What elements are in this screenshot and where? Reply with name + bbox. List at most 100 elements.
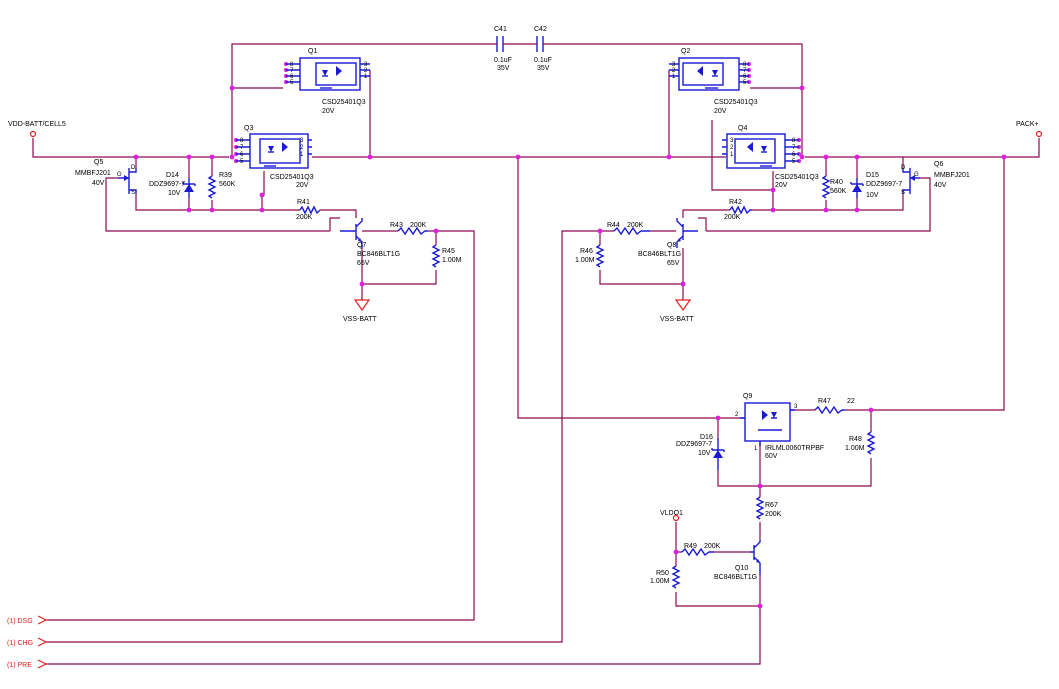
d16-rating: 10V xyxy=(698,450,711,457)
net-vss-batt-left: VSS-BATT xyxy=(343,316,377,323)
net-pack-plus: PACK+ xyxy=(1016,121,1039,128)
r47-ref: R47 xyxy=(818,398,831,405)
r50-value: 1.00M xyxy=(650,578,670,585)
q3-pin5: 5 xyxy=(240,159,244,165)
q4-pin1: 1 xyxy=(730,152,734,158)
d15-rating: 10V xyxy=(866,192,879,199)
q1-pin8: 8 xyxy=(290,62,294,68)
q1-pin6: 6 xyxy=(290,74,294,80)
q1-part: CSD25401Q3 xyxy=(322,99,366,106)
q5-pin-d: D xyxy=(131,165,136,171)
net-labels: VDD-BATT/CELL5 PACK+ VSS-BATT VSS-BATT V… xyxy=(8,121,1043,522)
r46-ref: R46 xyxy=(580,248,593,255)
q10-part: BC846BLT1G xyxy=(714,574,757,581)
r40-value: 560K xyxy=(830,188,847,195)
q6-ref: Q6 xyxy=(934,161,943,168)
resistor-r47: R47 22 xyxy=(814,398,855,415)
q3-ref: Q3 xyxy=(244,125,253,132)
r42-ref: R42 xyxy=(729,199,742,206)
q1-pin1: 1 xyxy=(364,74,368,80)
r48-value: 1.00M xyxy=(845,445,865,452)
r41-value: 200K xyxy=(296,214,313,221)
q4-pin7: 7 xyxy=(792,145,796,151)
q5-pin-g: G xyxy=(117,172,122,178)
bjt-q7: Q7 BC846BLT1G 65V xyxy=(340,218,400,267)
c41-value: 0.1uF xyxy=(494,57,512,64)
r50-ref: R50 xyxy=(656,570,669,577)
q3-pin6: 6 xyxy=(240,152,244,158)
q6-part: MMBFJ201 xyxy=(934,172,970,179)
capacitor-c41: C41 0.1uF 35V xyxy=(490,26,512,72)
d15-ref: D15 xyxy=(866,172,879,179)
r46-value: 1.00M xyxy=(575,257,595,264)
d16-part: DDZ9697-7 xyxy=(676,441,712,448)
net-vss-batt-right: VSS-BATT xyxy=(660,316,694,323)
r44-value: 200K xyxy=(627,222,644,229)
d14-part: DDZ9697-7 xyxy=(149,181,185,188)
q4-pin3: 3 xyxy=(730,138,734,144)
q9-rating: 60V xyxy=(765,453,778,460)
r44-ref: R44 xyxy=(607,222,620,229)
jfet-q5: Q5 MMBFJ201 40V D S G xyxy=(75,159,137,196)
q4-ref: Q4 xyxy=(738,125,747,132)
junctions xyxy=(133,62,1007,609)
q8-ref: Q8 xyxy=(667,242,676,249)
q2-pin5: 5 xyxy=(743,80,747,86)
q7-part: BC846BLT1G xyxy=(357,251,400,258)
q3-pin3: 3 xyxy=(300,138,304,144)
resistor-r50: R50 1.00M xyxy=(650,565,681,589)
q2-part: CSD25401Q3 xyxy=(714,99,758,106)
r67-value: 200K xyxy=(765,511,782,518)
q2-pin3: 3 xyxy=(672,62,676,68)
r42-value: 200K xyxy=(724,214,741,221)
q6-pin-s: S xyxy=(901,190,905,196)
resistor-r45: R45 1.00M xyxy=(431,244,462,268)
capacitor-c42: C42 0.1uF 35V xyxy=(530,26,552,72)
d14-ref: D14 xyxy=(166,172,179,179)
q6-pin-g: G xyxy=(914,172,919,178)
mosfet-q4: Q4 CSD25401Q3 20V 8 7 6 5 3 2 1 xyxy=(722,125,819,189)
d15-part: DDZ9697-7 xyxy=(866,181,902,188)
q3-pin1: 1 xyxy=(300,152,304,158)
q4-pin6: 6 xyxy=(792,152,796,158)
q1-pin7: 7 xyxy=(290,68,294,74)
q9-part: IRLML0060TRPBF xyxy=(765,445,824,452)
q7-rating: 65V xyxy=(357,260,370,267)
q6-pin-d: D xyxy=(901,165,906,171)
q4-part: CSD25401Q3 xyxy=(775,174,819,181)
resistor-r46: R46 1.00M xyxy=(575,244,605,268)
q1-rating: 20V xyxy=(322,108,335,115)
q8-part: BC846BLT1G xyxy=(638,251,681,258)
q4-rating: 20V xyxy=(775,182,788,189)
d14-rating: 10V xyxy=(168,190,181,197)
q9-pin3: 3 xyxy=(794,404,798,410)
c41-rating: 35V xyxy=(497,65,510,72)
q2-pin8: 8 xyxy=(743,62,747,68)
q4-pin5: 5 xyxy=(792,159,796,165)
bjt-q10: Q10 BC846BLT1G xyxy=(714,540,761,581)
q3-pin8: 8 xyxy=(240,138,244,144)
q1-pin2: 2 xyxy=(364,68,368,74)
q3-part: CSD25401Q3 xyxy=(270,174,314,181)
zener-d14: D14 DDZ9697-7 10V xyxy=(149,172,196,198)
resistor-r67: R67 200K xyxy=(755,496,782,520)
q8-rating: 65V xyxy=(667,260,680,267)
q4-pin2: 2 xyxy=(730,145,734,151)
r41-ref: R41 xyxy=(297,199,310,206)
resistor-r39: R39 560K xyxy=(207,172,236,199)
q2-ref: Q2 xyxy=(681,48,690,55)
resistor-r43: R43 200K xyxy=(390,222,428,236)
q9-pin2: 2 xyxy=(735,412,739,418)
q3-pin7: 7 xyxy=(240,145,244,151)
r47-value: 22 xyxy=(847,398,855,405)
r48-ref: R48 xyxy=(849,436,862,443)
q5-part: MMBFJ201 xyxy=(75,170,111,177)
resistor-r41: R41 200K xyxy=(296,199,321,221)
q1-pin5: 5 xyxy=(290,80,294,86)
q7-ref: Q7 xyxy=(357,242,366,249)
r40-ref: R40 xyxy=(830,179,843,186)
q2-pin2: 2 xyxy=(672,68,676,74)
q2-pin1: 1 xyxy=(672,74,676,80)
port-chg: (1) CHG xyxy=(7,640,33,647)
